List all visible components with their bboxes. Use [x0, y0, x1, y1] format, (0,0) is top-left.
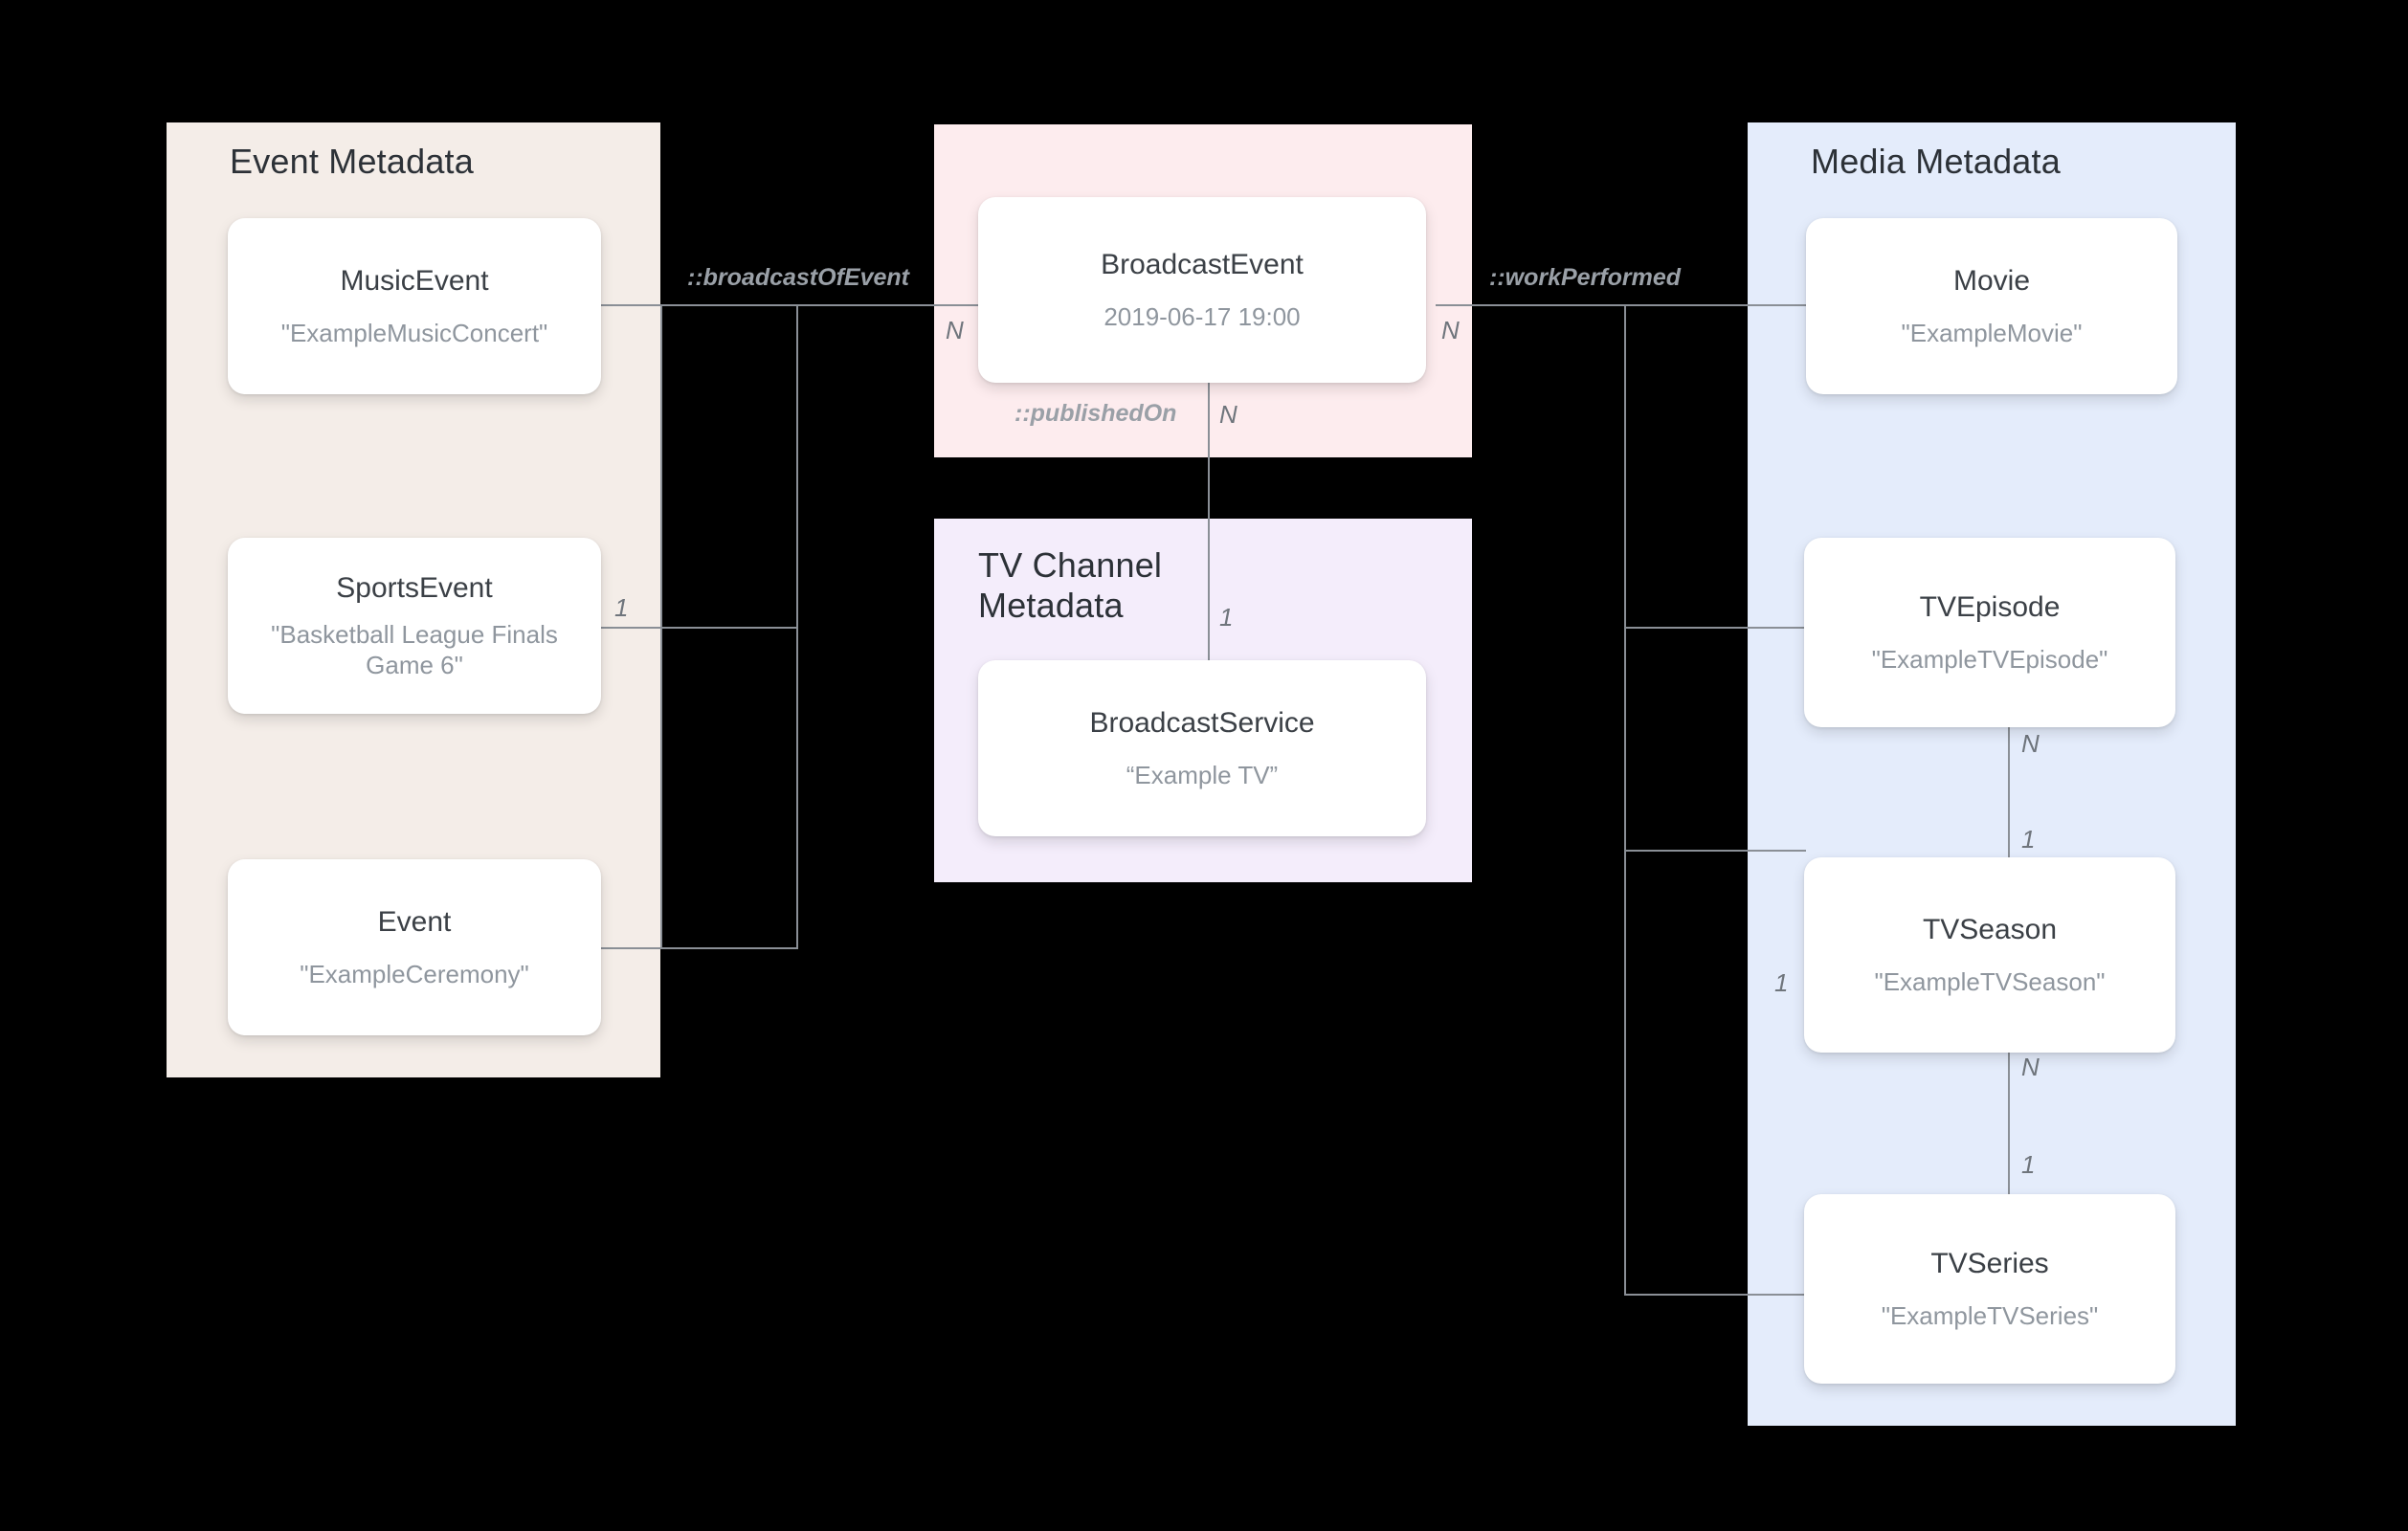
entity-value-broadcast-service: “Example TV” [1126, 760, 1279, 789]
cardinality-published-on-n: N [1219, 400, 1237, 429]
entity-card-tv-series[interactable]: TVSeries "ExampleTVSeries" [1804, 1194, 2175, 1384]
entity-card-movie[interactable]: Movie "ExampleMovie" [1806, 218, 2177, 394]
connector-tv-series-branch [1624, 1294, 1806, 1296]
cardinality-broadcast-service-1: 1 [1219, 603, 1234, 632]
cardinality-season-right-1: 1 [1774, 968, 1789, 997]
connector-tv-season-branch [1624, 850, 1806, 852]
entity-card-music-event[interactable]: MusicEvent "ExampleMusicConcert" [228, 218, 601, 394]
entity-card-tv-season[interactable]: TVSeason "ExampleTVSeason" [1804, 857, 2175, 1053]
entity-value-broadcast-event: 2019-06-17 19:00 [1104, 301, 1301, 331]
cardinality-episode-season-1: 1 [2021, 825, 2036, 854]
entity-value-music-event: "ExampleMusicConcert" [280, 318, 548, 347]
connector-event-panel-riser [660, 304, 662, 949]
entity-card-broadcast-event[interactable]: BroadcastEvent 2019-06-17 19:00 [978, 197, 1426, 383]
group-title-event-metadata: Event Metadata [230, 142, 474, 181]
entity-type-tv-episode: TVEpisode [1919, 590, 2061, 623]
cardinality-broadcast-event-right-n: N [1441, 316, 1460, 344]
entity-card-broadcast-service[interactable]: BroadcastService “Example TV” [978, 660, 1426, 836]
connector-work-performed [1436, 304, 1818, 306]
entity-type-sports-event: SportsEvent [336, 571, 493, 604]
entity-type-movie: Movie [1952, 264, 2031, 297]
connector-tv-episode-branch [1624, 627, 1806, 629]
entity-type-broadcast-service: BroadcastService [1089, 706, 1315, 739]
entity-value-tv-episode: "ExampleTVEpisode" [1871, 644, 2108, 674]
relation-label-work-performed: ::workPerformed [1489, 264, 1682, 291]
entity-value-tv-season: "ExampleTVSeason" [1874, 966, 2106, 996]
cardinality-season-series-n: N [2021, 1053, 2040, 1081]
connector-broadcast-of-event [796, 304, 993, 306]
connector-sports-event [597, 627, 798, 629]
entity-card-sports-event[interactable]: SportsEvent "Basketball League Finals Ga… [228, 538, 601, 714]
entity-value-movie: "ExampleMovie" [1901, 318, 2083, 347]
entity-type-broadcast-event: BroadcastEvent [1101, 248, 1304, 280]
connector-music-event [597, 304, 798, 306]
entity-card-event[interactable]: Event "ExampleCeremony" [228, 859, 601, 1035]
entity-type-event: Event [377, 905, 452, 938]
connector-event-ceremony [597, 947, 798, 949]
cardinality-broadcast-event-left-n: N [946, 316, 964, 344]
connector-published-on [1208, 383, 1210, 660]
relation-label-broadcast-of-event: ::broadcastOfEvent [687, 264, 909, 291]
entity-value-event: "ExampleCeremony" [300, 959, 529, 988]
entity-value-sports-event: "Basketball League Finals Game 6" [271, 619, 558, 680]
group-title-media-metadata: Media Metadata [1811, 142, 2061, 181]
entity-type-tv-series: TVSeries [1930, 1247, 2049, 1279]
entity-card-tv-episode[interactable]: TVEpisode "ExampleTVEpisode" [1804, 538, 2175, 727]
relation-label-published-on: ::publishedOn [1014, 400, 1177, 427]
cardinality-sports-event-right-1: 1 [614, 593, 629, 622]
group-title-tv-channel-metadata: TV Channel Metadata [978, 545, 1163, 626]
connector-season-to-series [2008, 1053, 2010, 1244]
cardinality-episode-season-n: N [2021, 729, 2040, 758]
entity-value-tv-series: "ExampleTVSeries" [1881, 1300, 2099, 1330]
connector-episode-to-season [2008, 727, 2010, 909]
cardinality-season-series-1: 1 [2021, 1150, 2036, 1179]
connector-media-group-vertical [1624, 304, 1626, 1296]
entity-type-music-event: MusicEvent [340, 264, 489, 297]
entity-type-tv-season: TVSeason [1922, 913, 2058, 945]
